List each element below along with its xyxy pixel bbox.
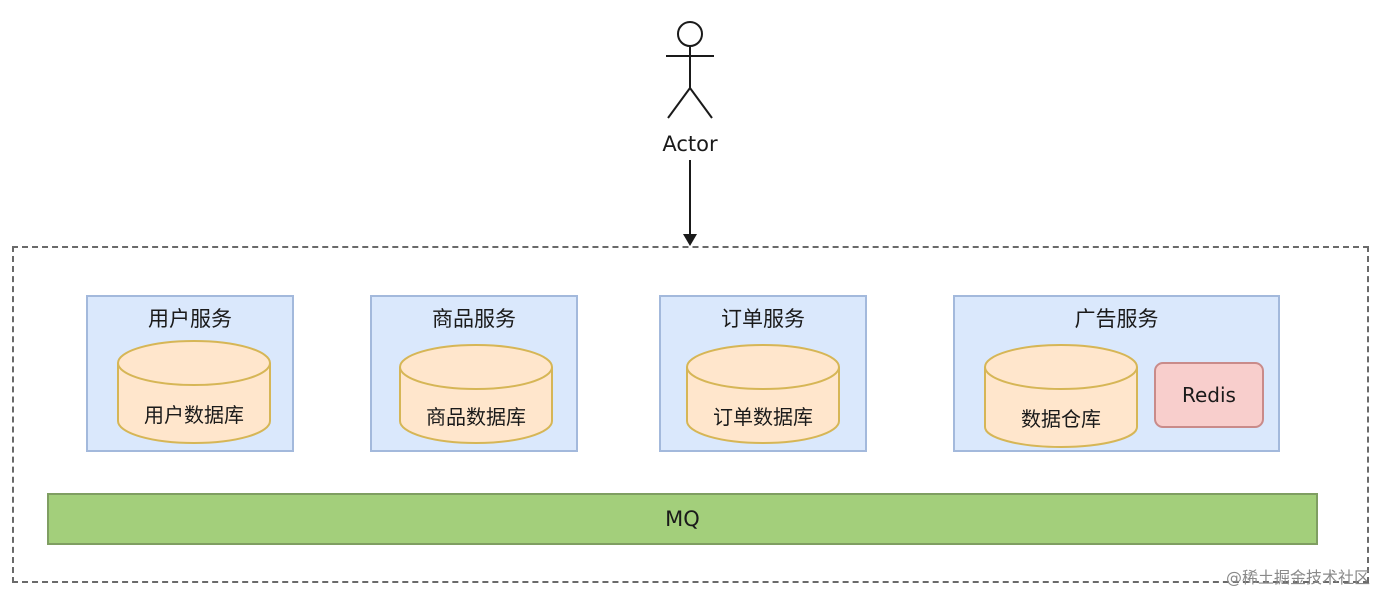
service-title: 广告服务: [1074, 307, 1159, 331]
database-cylinder-icon: [686, 344, 840, 444]
actor-head: [677, 21, 703, 47]
database-cylinder-icon: [117, 340, 271, 444]
system-boundary: [12, 246, 1369, 583]
service-user[interactable]: 用户服务 用户数据库: [86, 295, 294, 452]
service-product[interactable]: 商品服务 商品数据库: [370, 295, 578, 452]
database-order[interactable]: 订单数据库: [685, 343, 841, 445]
actor-left-leg: [667, 87, 691, 119]
watermark: @稀土掘金技术社区: [1225, 568, 1370, 587]
service-order[interactable]: 订单服务 订单数据库: [659, 295, 867, 452]
service-title: 订单服务: [721, 307, 805, 331]
data-warehouse[interactable]: 数据仓库: [983, 343, 1139, 449]
message-queue-label: MQ: [665, 507, 700, 531]
redis-label: Redis: [1182, 383, 1236, 407]
database-label: 订单数据库: [713, 405, 813, 429]
database-label: 商品数据库: [426, 405, 526, 429]
database-label: 数据仓库: [1021, 407, 1101, 431]
message-queue-bus[interactable]: MQ: [47, 493, 1318, 545]
request-arrow-head: [683, 234, 697, 246]
database-cylinder-icon: [984, 344, 1138, 448]
actor-label: Actor: [662, 132, 718, 156]
database-cylinder-icon: [399, 344, 553, 444]
redis-cache[interactable]: Redis: [1154, 362, 1264, 428]
database-product[interactable]: 商品数据库: [398, 343, 554, 445]
service-title: 用户服务: [148, 307, 232, 331]
actor-right-leg: [689, 87, 713, 119]
service-title: 商品服务: [432, 307, 516, 331]
database-label: 用户数据库: [144, 403, 244, 427]
database-user[interactable]: 用户数据库: [116, 339, 272, 445]
